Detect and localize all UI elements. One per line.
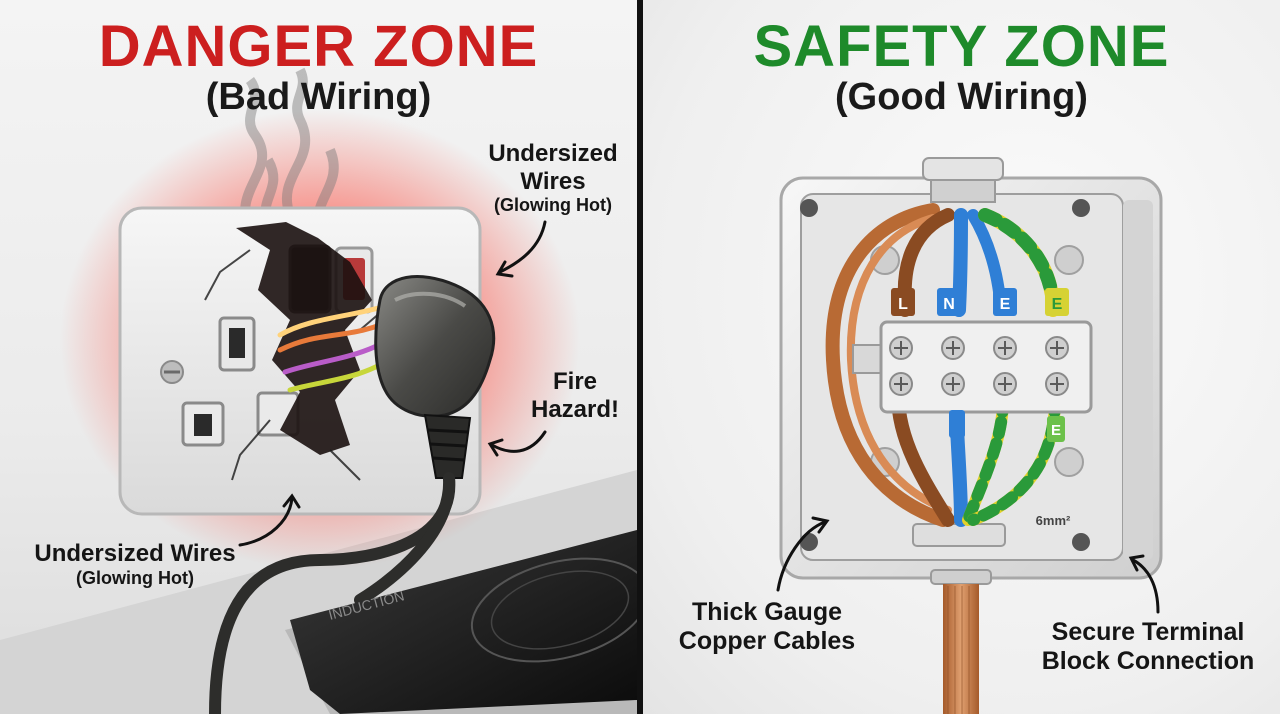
safety-title: SAFETY ZONE: [753, 14, 1170, 79]
callout-arrows: [776, 516, 1160, 614]
arrow-head-icon: [487, 438, 504, 457]
callout-line: Undersized Wires: [34, 540, 236, 567]
induction-hob: INDUCTION: [285, 530, 637, 714]
callout-fire-hazard: Fire Hazard!: [520, 368, 630, 423]
callout-note: (Glowing Hot): [494, 195, 612, 216]
arrow-head-icon: [1128, 554, 1145, 572]
callout-line: Wires: [520, 167, 586, 195]
copper-cable-bundle: [943, 584, 979, 714]
arrow-head-icon: [282, 493, 301, 509]
arrow-icon: [498, 220, 547, 274]
arrow-head-icon: [495, 260, 514, 278]
panel-divider: [637, 0, 643, 714]
danger-zone-panel: INDUCTION DANGER ZONE (Bad Wiring) Under…: [0, 0, 637, 714]
safety-zone-panel: E L N E E 6mm² SAFETY ZONE: [643, 0, 1280, 714]
arrow-icon: [776, 520, 827, 592]
cable-gland: [922, 157, 1004, 181]
callout-thick-gauge: Thick Gauge Copper Cables: [667, 598, 867, 656]
terminal-tags: L N E E: [891, 288, 1069, 316]
callout-line: Fire: [552, 368, 597, 395]
cable-gland: [912, 523, 1006, 547]
arrow-icon: [238, 496, 294, 547]
callout-undersized-wires-bottom: Undersized Wires (Glowing Hot): [20, 540, 250, 588]
callout-note: (Glowing Hot): [76, 567, 194, 588]
terminal-tag-earth: E: [1000, 296, 1011, 313]
callout-secure-terminal: Secure Terminal Block Connection: [1023, 618, 1273, 676]
callout-line: Secure Terminal: [1051, 618, 1245, 646]
terminal-block: [879, 320, 1093, 414]
callout-line: Undersized: [488, 140, 618, 167]
danger-title: DANGER ZONE: [98, 14, 539, 79]
safety-subtitle: (Good Wiring): [835, 76, 1088, 118]
danger-subtitle: (Bad Wiring): [205, 76, 432, 118]
cable-size-label: 6mm²: [1036, 513, 1071, 528]
callout-line: Hazard!: [530, 395, 620, 423]
arrow-head-icon: [811, 516, 830, 534]
mounting-hole-icons: [800, 199, 1090, 551]
arrow-icon: [1131, 558, 1160, 614]
danger-illustration: INDUCTION: [0, 67, 637, 714]
plug-icon: [374, 275, 496, 479]
safety-illustration: E L N E E 6mm²: [776, 157, 1163, 714]
callout-line: Copper Cables: [678, 626, 856, 655]
terminal-tag-neutral: N: [943, 296, 955, 313]
terminal-tag-live: L: [898, 296, 908, 313]
callout-undersized-wires-top: Undersized Wires (Glowing Hot): [470, 140, 636, 216]
thick-copper-cables: [825, 203, 952, 527]
terminal-tag-lower: E: [1051, 422, 1061, 439]
terminal-tag-earth-2: E: [1052, 296, 1063, 313]
callout-arrows: [238, 220, 547, 547]
arrow-icon: [490, 430, 547, 453]
callout-line: Block Connection: [1041, 646, 1255, 675]
callout-line: Thick Gauge: [691, 598, 843, 626]
